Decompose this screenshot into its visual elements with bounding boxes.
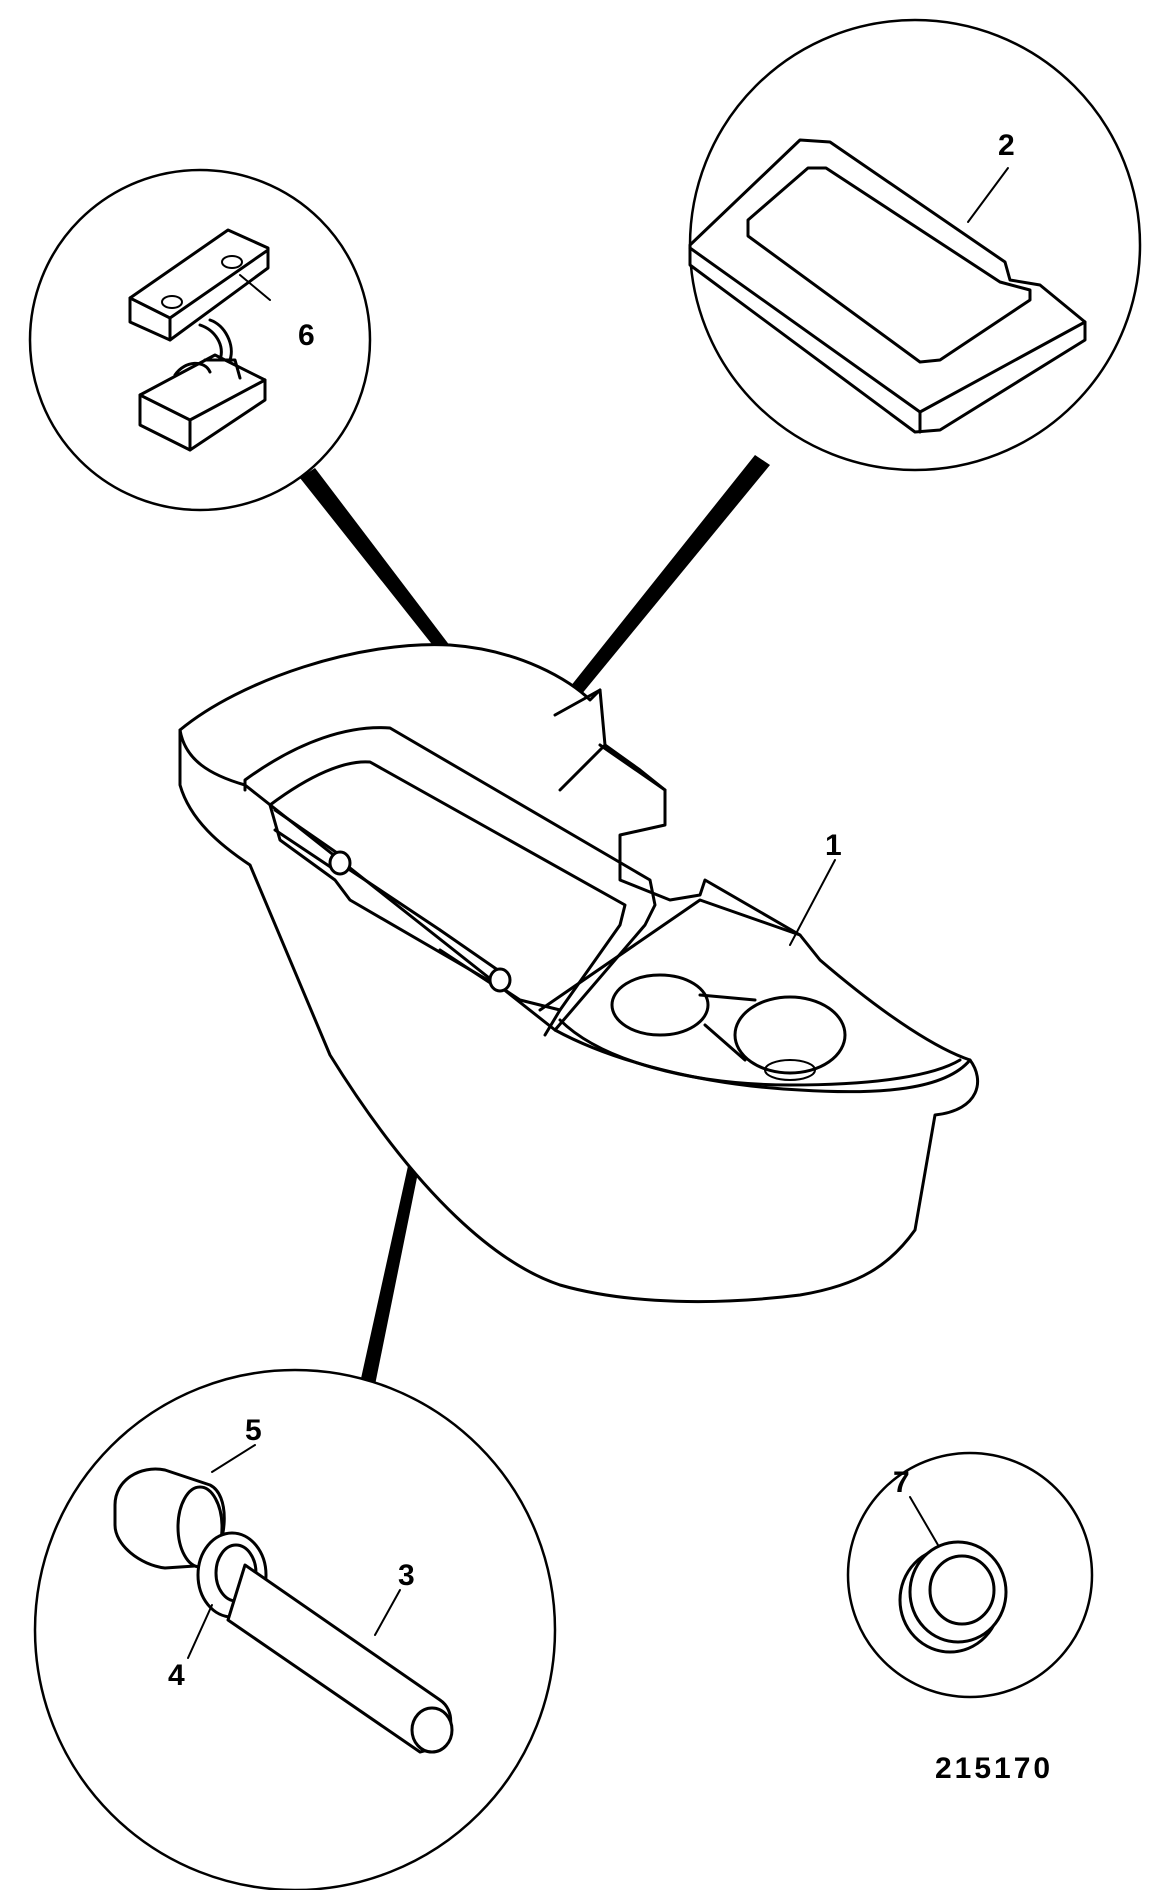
- detail-circle-6: [28, 168, 372, 512]
- cup-holder-channel: [698, 993, 757, 1062]
- pin-end: [410, 1706, 454, 1754]
- hinge-lower-lugs: [173, 358, 242, 380]
- hinge-hole-left: [161, 295, 183, 309]
- cup-holder-right: [733, 995, 847, 1075]
- pin-assembly: [113, 1467, 454, 1754]
- console-assembly: [178, 643, 979, 1304]
- cup-holder-right-base: [764, 1059, 816, 1081]
- hinge-upper-plate: [128, 228, 270, 342]
- leader-line-5: [211, 1444, 256, 1473]
- hinge-lower-plate-edge: [138, 378, 267, 452]
- lid-pad: [688, 138, 1087, 434]
- front-block-top-rim: [558, 1018, 962, 1087]
- hinge-pin-lower: [438, 928, 507, 990]
- leader-line-3: [374, 1589, 401, 1636]
- lid-pad-front-edge: [688, 246, 1087, 434]
- cup-holder-left: [610, 973, 710, 1037]
- hinge-pin-upper: [273, 808, 342, 872]
- callout-6: 6: [298, 319, 315, 352]
- hinge-line: [348, 868, 442, 932]
- armrest-tray-outline: [243, 726, 657, 1032]
- ring-inner-face: [928, 1554, 996, 1626]
- leader-line-4: [187, 1604, 213, 1659]
- hinge-hole-right: [221, 255, 243, 269]
- lid-pad-part: [688, 138, 1087, 434]
- leader-line-1: [789, 859, 836, 946]
- hinge-lower-plate: [138, 353, 267, 452]
- leader-line-6: [239, 274, 271, 301]
- callout-5: 5: [245, 1414, 262, 1447]
- console-body: [178, 643, 979, 1304]
- hinge-upper-plate-edge: [128, 248, 270, 342]
- leader-line-7: [909, 1496, 939, 1546]
- callout-3: 3: [398, 1559, 415, 1592]
- front-storage-block: [538, 898, 802, 1037]
- ring-part: [898, 1540, 1008, 1654]
- rear-step: [553, 688, 667, 792]
- callout-4: 4: [168, 1659, 185, 1692]
- callout-2: 2: [998, 129, 1015, 162]
- lid-pad-recess: [746, 166, 1032, 364]
- callout-7: 7: [893, 1466, 910, 1499]
- callout-1: 1: [825, 829, 842, 862]
- hinge-part: [128, 228, 270, 452]
- hinge-knuckle-upper: [328, 850, 352, 876]
- figure-number: 215170: [935, 1752, 1053, 1785]
- hinge-knuckle-lower: [488, 967, 512, 993]
- leader-line-2: [967, 167, 1009, 223]
